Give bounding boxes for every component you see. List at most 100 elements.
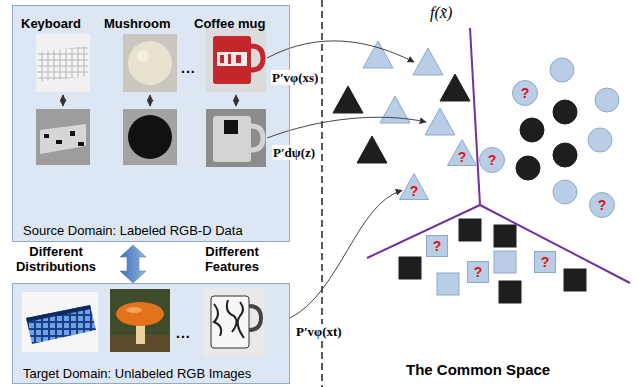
question-mark: ? — [467, 264, 489, 280]
unlabeled-square: ? — [426, 235, 448, 257]
mushroom-target — [110, 289, 170, 352]
triangle-sample — [440, 74, 470, 101]
mug-depth — [224, 120, 238, 134]
mug-depth — [213, 116, 251, 162]
mug-rgb — [251, 46, 263, 70]
circle-sample — [588, 128, 612, 152]
question-mark: ? — [534, 254, 556, 270]
domain-caption: Target Domain: Unlabeled RGB Images — [23, 366, 251, 381]
square-sample — [494, 251, 516, 273]
mushroom-rgb — [123, 34, 177, 92]
mug-rgb — [236, 55, 241, 63]
difference-note: Different Distributions — [14, 244, 98, 274]
region-title: The Common Space — [406, 362, 550, 377]
shape-outline — [427, 236, 448, 257]
target-ground — [12, 283, 290, 384]
question-mark: ? — [589, 197, 615, 213]
unlabeled-square: ? — [534, 251, 556, 273]
triangle-sample — [333, 41, 470, 163]
keyboard-target — [26, 305, 96, 344]
object-label: Coffee mug — [194, 16, 266, 31]
circle-sample — [520, 118, 544, 142]
projection-label: P′vφ(xs) — [271, 70, 319, 85]
keyboard-target — [22, 292, 98, 352]
mug-rgb — [217, 52, 247, 66]
mushroom-target — [110, 289, 170, 352]
square-sample — [494, 225, 516, 247]
mushroom-rgb — [123, 34, 177, 92]
mug-target — [203, 288, 265, 356]
shape-outline — [480, 148, 505, 173]
circle-sample — [595, 88, 619, 112]
mug-rgb — [228, 54, 231, 64]
circle-sample — [553, 143, 577, 167]
shape-outline — [535, 252, 556, 273]
pair-arrow — [150, 95, 151, 106]
square-sample — [564, 269, 586, 291]
source-domain-box: Keyboard Mushroom Coffee mug... Source Doma… — [12, 5, 290, 242]
decision-boundary — [470, 28, 480, 205]
mug-depth — [206, 109, 266, 167]
keyboard-target — [26, 305, 91, 322]
mushroom-depth — [123, 109, 177, 165]
square-sample — [459, 219, 481, 241]
triangle-sample — [333, 86, 363, 113]
ellipsis: ... — [176, 326, 191, 341]
triangle-sample — [413, 48, 443, 75]
pair-arrow — [236, 95, 237, 106]
mushroom-target — [126, 307, 142, 313]
triangle-sample — [425, 108, 455, 135]
projection-arrow — [267, 117, 426, 138]
unlabeled-circle: ? — [512, 80, 538, 106]
target-domain-box: ... Target Domain: Unlabeled RGB Images — [12, 283, 290, 384]
keyboard-rgb — [36, 34, 90, 92]
decision-boundary — [367, 205, 480, 258]
keyboard-target — [22, 292, 98, 352]
shape-outline — [468, 262, 489, 283]
unlabeled-triangle: ? — [399, 173, 429, 200]
projection-label: P′vφ(xt) — [295, 324, 343, 339]
difference-note: Different Features — [190, 244, 274, 274]
shape-outline — [590, 193, 615, 218]
domain-shift-arrow — [120, 245, 146, 283]
circle-sample — [553, 100, 577, 124]
circle-sample — [516, 156, 540, 180]
circle-sample — [550, 58, 574, 82]
decision-boundary — [367, 28, 630, 283]
square-sample — [437, 273, 459, 295]
square-sample — [399, 257, 421, 279]
mug-depth — [251, 126, 263, 150]
square-sample — [399, 219, 586, 303]
pair-arrow — [63, 95, 64, 106]
question-mark: ? — [426, 238, 448, 254]
keyboard-depth — [44, 134, 49, 138]
question-mark: ? — [479, 152, 505, 168]
mushroom-depth — [123, 109, 177, 165]
unlabeled-square: ? — [467, 261, 489, 283]
question-mark: ? — [399, 183, 429, 199]
ellipsis: ... — [181, 61, 196, 76]
circle-sample — [553, 180, 577, 204]
keyboard-depth — [78, 142, 84, 146]
triangle-sample — [357, 136, 387, 163]
mushroom-rgb — [137, 50, 149, 62]
keyboard-depth — [36, 109, 90, 165]
classifier-label: f(x̃) — [430, 5, 452, 20]
unlabeled-circle: ? — [589, 192, 615, 218]
object-label: Mushroom — [104, 16, 170, 31]
circle-sample — [516, 58, 619, 204]
mug-rgb — [206, 28, 266, 92]
keyboard-depth — [70, 131, 75, 136]
question-mark: ? — [512, 85, 538, 101]
mug-depth — [206, 109, 266, 167]
mushroom-target — [116, 302, 164, 326]
square-sample — [499, 281, 521, 303]
keyboard-rgb — [36, 34, 90, 92]
shape-outline — [400, 174, 429, 200]
source-ground — [12, 5, 290, 242]
mushroom-rgb — [128, 41, 172, 85]
object-label: Keyboard — [21, 16, 81, 31]
domain-caption: Source Domain: Labeled RGB-D Data — [23, 223, 243, 238]
keyboard-depth — [36, 109, 90, 165]
projection-connector — [290, 191, 402, 318]
